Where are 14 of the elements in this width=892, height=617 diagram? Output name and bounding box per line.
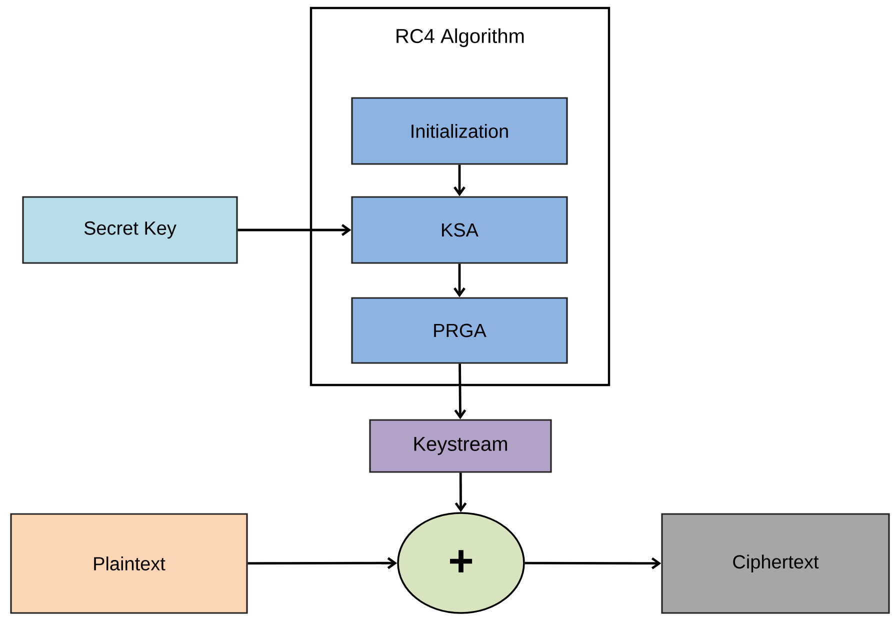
arrow [454, 264, 466, 298]
arrow [524, 557, 662, 570]
arrow [454, 164, 466, 196]
arrow [454, 472, 467, 512]
process-box: KSA [351, 196, 568, 264]
process-box: Initialization [351, 97, 568, 165]
arrow [238, 224, 352, 236]
process-box: PRGA [351, 297, 568, 364]
keystream-box: Keystream [369, 419, 552, 473]
input-box: Secret Key [22, 196, 238, 264]
arrow [454, 364, 466, 420]
arrow [248, 557, 398, 570]
input-box: Plaintext [10, 513, 248, 614]
output-box: Ciphertext [661, 513, 890, 614]
